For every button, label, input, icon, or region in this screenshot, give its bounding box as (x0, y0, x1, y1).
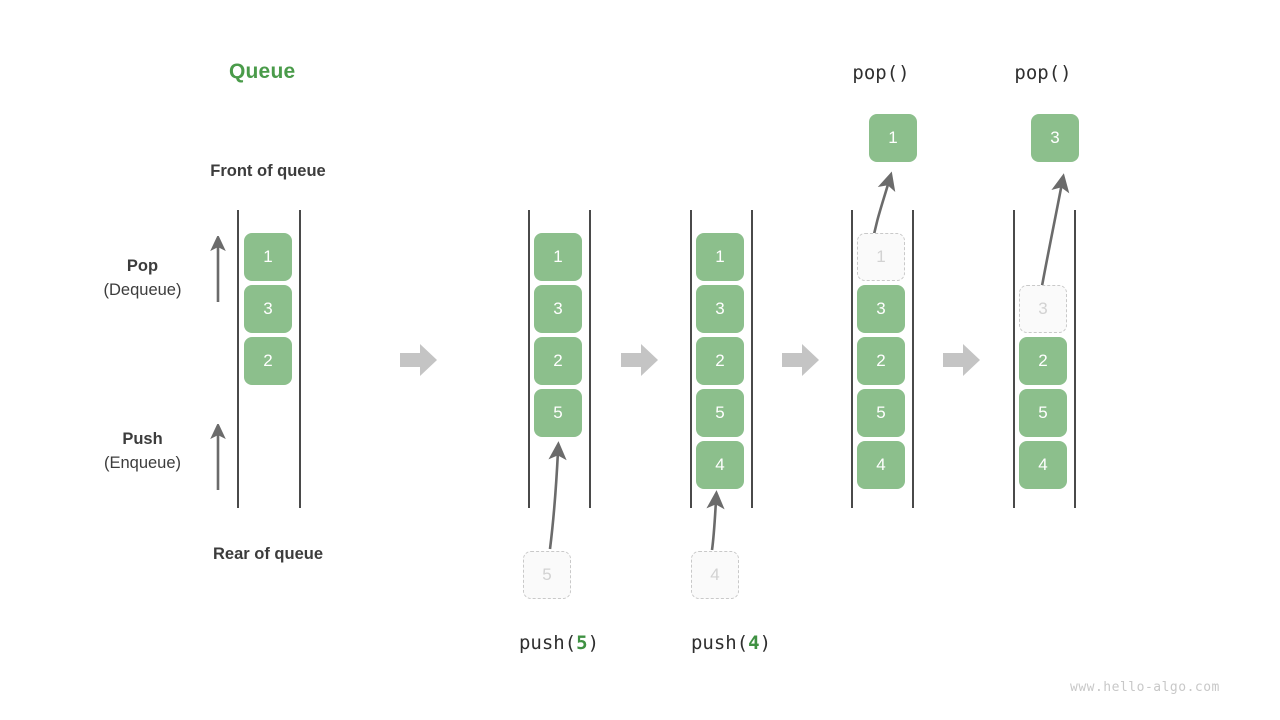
queue-rail-left-2 (528, 210, 530, 508)
transition-arrow-icon (782, 344, 819, 376)
queue-cell: 4 (857, 441, 905, 489)
transition-arrow-icon (400, 344, 437, 376)
queue-rail-left-5 (1013, 210, 1015, 508)
incoming-ghost-cell: 4 (691, 551, 739, 599)
caption-pop-1: pop() (852, 62, 910, 84)
caption-close: ) (759, 632, 772, 654)
queue-cell: 4 (1019, 441, 1067, 489)
queue-cell: 5 (534, 389, 582, 437)
caption-arg: 4 (748, 632, 760, 654)
popped-cell: 1 (869, 114, 917, 162)
queue-rail-left-3 (690, 210, 692, 508)
queue-cell: 5 (1019, 389, 1067, 437)
front-of-queue-label: Front of queue (210, 162, 326, 180)
transition-arrow-icon (621, 344, 658, 376)
caption-fn: push( (690, 632, 749, 654)
push-label-sub: (Enqueue) (103, 453, 182, 472)
queue-cell: 2 (857, 337, 905, 385)
push-direction-arrow-icon (210, 424, 226, 490)
caption-push-4: push(4) (661, 632, 801, 654)
pop-label-sub: (Dequeue) (103, 280, 182, 299)
popped-cell: 3 (1031, 114, 1079, 162)
caption-arg: 5 (576, 632, 588, 654)
queue-rail-right-5 (1074, 210, 1076, 508)
queue-rail-right-1 (299, 210, 301, 508)
caption-fn: push( (518, 632, 577, 654)
queue-cell: 5 (857, 389, 905, 437)
queue-cell-ghost: 1 (857, 233, 905, 281)
caption-pop-2: pop() (1014, 62, 1072, 84)
queue-cell: 2 (534, 337, 582, 385)
queue-cell: 1 (696, 233, 744, 281)
queue-cell: 3 (696, 285, 744, 333)
caption-push-5: push(5) (489, 632, 629, 654)
pop-label-main: Pop (126, 257, 159, 275)
queue-rail-left-4 (851, 210, 853, 508)
push-insert-arrow-icon (706, 490, 725, 551)
watermark: www.hello-algo.com (1070, 680, 1220, 695)
queue-cell: 2 (696, 337, 744, 385)
incoming-ghost-cell: 5 (523, 551, 571, 599)
queue-cell: 2 (1019, 337, 1067, 385)
queue-cell: 3 (534, 285, 582, 333)
queue-rail-left-1 (237, 210, 239, 508)
queue-cell: 5 (696, 389, 744, 437)
queue-cell: 2 (244, 337, 292, 385)
queue-cell: 4 (696, 441, 744, 489)
push-label-main: Push (122, 430, 163, 448)
queue-cell: 1 (244, 233, 292, 281)
pop-side-label: Pop (Dequeue) (60, 255, 225, 303)
queue-cell: 1 (534, 233, 582, 281)
queue-rail-right-4 (912, 210, 914, 508)
transition-arrow-icon (943, 344, 980, 376)
rear-of-queue-label: Rear of queue (212, 545, 324, 563)
pop-direction-arrow-icon (210, 236, 226, 302)
push-side-label: Push (Enqueue) (60, 428, 225, 476)
queue-rail-right-2 (589, 210, 591, 508)
queue-rail-right-3 (751, 210, 753, 508)
queue-cell: 3 (857, 285, 905, 333)
queue-cell-ghost: 3 (1019, 285, 1067, 333)
push-insert-arrow-icon (548, 441, 567, 550)
queue-cell: 3 (244, 285, 292, 333)
page-title: Queue (229, 60, 296, 83)
caption-close: ) (587, 632, 600, 654)
